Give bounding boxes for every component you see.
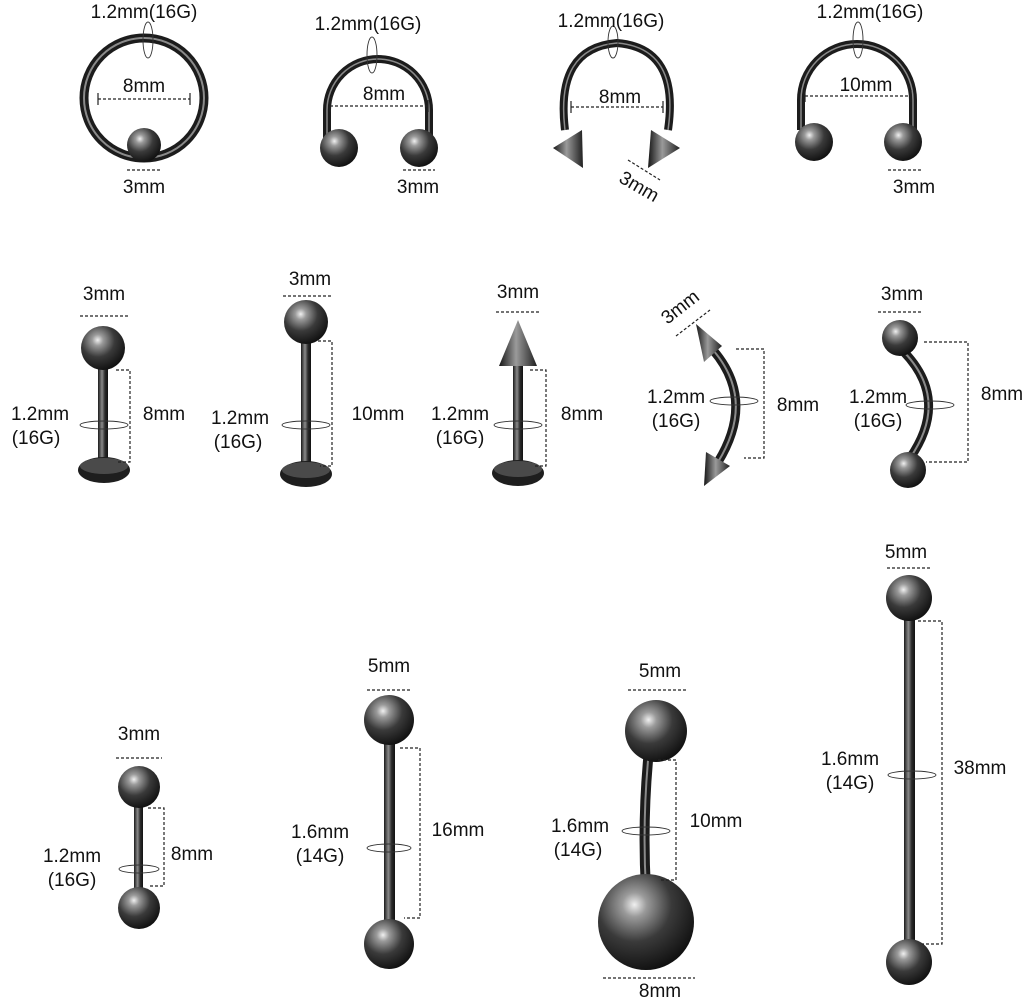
ball-icon (320, 129, 358, 167)
gauge-label: 1.2mm(16G) (558, 11, 665, 32)
top-size-label: 3mm (118, 724, 160, 745)
ball-icon (598, 874, 694, 970)
length-label: 8mm (777, 395, 819, 416)
length-label: 38mm (954, 758, 1007, 779)
gauge-label: 1.6mm (291, 822, 349, 843)
horseshoe-ball: 1.2mm(16G) 8mm 3mm (315, 14, 439, 198)
length-label: 10mm (690, 811, 743, 832)
ball-icon (890, 452, 926, 488)
ball-size-label: 3mm (397, 177, 439, 198)
ball-icon (81, 326, 125, 370)
top-size-label: 3mm (83, 284, 125, 305)
length-label: 16mm (432, 820, 485, 841)
length-label: 8mm (171, 844, 213, 865)
industrial-barbell: 5mm 1.6mm (14G) 38mm (821, 542, 1006, 985)
spike-icon (499, 320, 537, 366)
ball-size-label: 3mm (893, 177, 935, 198)
curved-barbell-spike: 3mm 1.2mm (16G) 8mm (647, 286, 819, 486)
length-label: 8mm (561, 404, 603, 425)
gauge-label: 1.2mm(16G) (315, 14, 422, 35)
gauge-label: (16G) (854, 411, 903, 432)
length-label: 8mm (981, 384, 1023, 405)
spike-icon (553, 130, 583, 168)
gauge-label: 1.2mm (431, 404, 489, 425)
ball-icon (118, 766, 160, 808)
ball-icon (882, 320, 918, 356)
gauge-label: (16G) (436, 428, 485, 449)
gauge-label: 1.2mm(16G) (91, 2, 198, 23)
labret-ball-10: 3mm 1.2mm (16G) 10mm (211, 269, 404, 487)
ball-icon (364, 919, 414, 969)
top-size-label: 3mm (658, 286, 704, 329)
gauge-label: (16G) (48, 870, 97, 891)
ball-icon (118, 887, 160, 929)
gauge-label: (16G) (12, 428, 61, 449)
labret-spike: 3mm 1.2mm (16G) 8mm (431, 282, 603, 486)
straight-barbell-small: 3mm 1.2mm (16G) 8mm (43, 724, 213, 929)
horseshoe-ball-large: 1.2mm(16G) 10mm 3mm (795, 2, 935, 198)
diameter-label: 8mm (599, 87, 641, 108)
gauge-label: 1.2mm (43, 846, 101, 867)
gauge-label: (16G) (652, 411, 701, 432)
ball-icon (795, 123, 833, 161)
gauge-label: 1.2mm (849, 387, 907, 408)
tongue-barbell: 5mm 1.6mm (14G) 16mm (291, 656, 484, 969)
captive-bead-ring: 1.2mm(16G) 8mm 3mm (79, 2, 209, 198)
gauge-label: 1.2mm(16G) (817, 2, 924, 23)
ball-icon (886, 575, 932, 621)
gauge-label: 1.6mm (551, 816, 609, 837)
ball-icon (127, 128, 161, 162)
ball-icon (886, 939, 932, 985)
top-size-label: 5mm (639, 661, 681, 682)
ball-icon (284, 300, 328, 344)
horseshoe-spike: 1.2mm(16G) 8mm 3mm (553, 11, 680, 207)
spike-icon (704, 452, 730, 486)
curved-barbell-ball: 3mm 1.2mm (16G) 8mm (849, 284, 1023, 488)
gauge-label: (16G) (214, 432, 263, 453)
belly-ring: 5mm 1.6mm (14G) 10mm 8mm (551, 661, 742, 1000)
diameter-label: 8mm (123, 76, 165, 97)
gauge-label: 1.2mm (647, 387, 705, 408)
top-size-label: 5mm (885, 542, 927, 563)
gauge-label: (14G) (826, 773, 875, 794)
diameter-label: 8mm (363, 84, 405, 105)
ball-icon (625, 700, 687, 762)
ball-size-label: 3mm (123, 177, 165, 198)
top-size-label: 3mm (289, 269, 331, 290)
gauge-label: 1.2mm (211, 408, 269, 429)
top-size-label: 3mm (881, 284, 923, 305)
ball-size-label: 3mm (615, 168, 662, 207)
labret-ball-8: 3mm 1.2mm (16G) 8mm (11, 284, 185, 483)
spike-icon (648, 130, 680, 168)
ball-icon (364, 695, 414, 745)
spike-icon (696, 324, 722, 362)
ball-icon (884, 123, 922, 161)
top-size-label: 3mm (497, 282, 539, 303)
bottom-size-label: 8mm (639, 981, 681, 1000)
length-label: 8mm (143, 404, 185, 425)
ball-icon (400, 129, 438, 167)
gauge-label: (14G) (554, 840, 603, 861)
top-size-label: 5mm (368, 656, 410, 677)
gauge-label: 1.6mm (821, 749, 879, 770)
diameter-label: 10mm (840, 75, 893, 96)
gauge-label: 1.2mm (11, 404, 69, 425)
gauge-label: (14G) (296, 846, 345, 867)
length-label: 10mm (352, 404, 405, 425)
